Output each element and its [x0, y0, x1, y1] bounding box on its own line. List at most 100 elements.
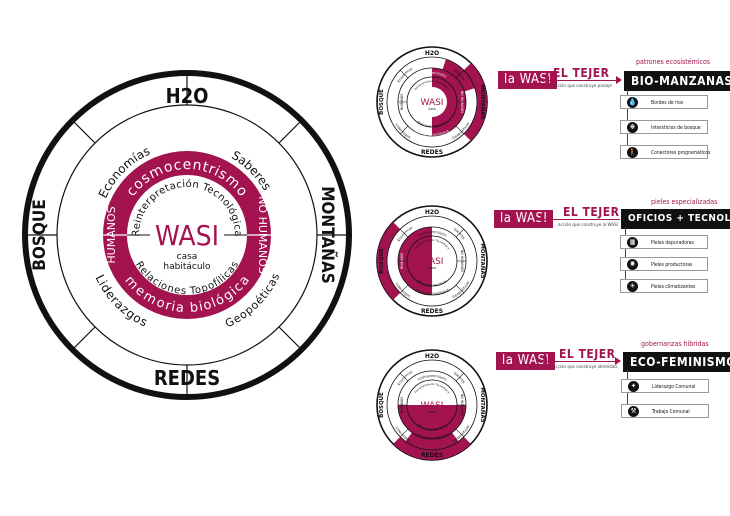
mini-label-left: BOSQUE: [379, 248, 385, 274]
mini-center-title: WASI: [421, 98, 444, 108]
communal-work-icon: ⚒: [628, 406, 639, 417]
category-sub-1: patrones ecosistémicos: [636, 58, 711, 66]
mini-center-sub: casa: [428, 410, 435, 414]
productive-skin-icon: ✺: [627, 259, 638, 270]
mini-label-left: BOSQUE: [379, 89, 385, 115]
wasi-label-1: la WASI: [498, 71, 558, 89]
arrow-head-3a: [541, 357, 547, 365]
mini-label-right: MONTAÑAS: [479, 243, 486, 278]
wasi-label-2: la WASI: [494, 210, 554, 228]
mini-divider: [455, 125, 465, 135]
mini-label-right: MONTAÑAS: [479, 84, 486, 119]
tejer-sub-1: acción que construye paisaje: [553, 84, 613, 89]
mini-center-title: WASI: [421, 257, 444, 267]
item-2-1: ▦ Pieles depuradoras: [620, 235, 708, 249]
arrow-head-2a: [538, 215, 544, 223]
mini-center-title: WASI: [421, 401, 444, 411]
tejer-label-2: EL TEJER: [563, 205, 620, 219]
item-label: Pieles depuradoras: [651, 240, 694, 246]
arrow-head-3b: [615, 357, 621, 365]
mini-band-top: cosmocentrismo: [417, 71, 448, 79]
wasi-label-3: la WASI: [496, 352, 556, 370]
mini-center-sub: casa: [428, 266, 435, 270]
item-1-3: 🚶 Conectores programáticos: [620, 145, 711, 159]
tejer-label-3: EL TEJER: [559, 347, 616, 361]
item-label: Pieles productoras: [651, 262, 693, 268]
item-label: Trabajo Comunal: [652, 409, 690, 415]
mini-divider: [399, 125, 409, 135]
mini-highlight-sector: [398, 227, 432, 295]
mini-highlight-sector: [432, 68, 466, 136]
mini-divider: [455, 69, 465, 79]
climate-skin-icon: ☀: [627, 281, 638, 292]
arrow-head-1a: [543, 76, 549, 84]
mini-divider: [399, 284, 409, 294]
mini-band-top: cosmocentrismo: [417, 230, 448, 238]
mini-outer-edge: [386, 56, 478, 148]
mini-label-right: MONTAÑAS: [479, 387, 486, 422]
center-subtitle-1: casa: [177, 252, 198, 262]
item-label: Liderazgo Comunal: [652, 384, 696, 390]
mini-highlight-sector: [405, 432, 459, 450]
mini-divider: [455, 428, 465, 438]
mini-outer-edge: [386, 359, 478, 451]
mini-divider: [455, 372, 465, 382]
mini-divider: [455, 284, 465, 294]
tejer-sub-3: acción que construye identidad.: [553, 365, 619, 370]
mini-label-bottom: REDES: [421, 452, 443, 459]
category-3: ECO-FEMINISMO: [623, 352, 730, 372]
mini-highlight-sector: [407, 405, 457, 430]
mini-label-left: BOSQUE: [379, 392, 385, 418]
mini-center-sub: casa: [428, 107, 435, 111]
water-drop-icon: 💧: [627, 97, 638, 108]
item-label: Intersticios de bosque: [651, 125, 701, 131]
mini-label-top: H2O: [425, 209, 439, 216]
forest-icon: ❋: [627, 122, 638, 133]
mini-divider: [399, 372, 409, 382]
outer-label-right: MONTAÑAS: [317, 186, 340, 284]
mini-highlight-sector: [407, 236, 432, 286]
item-1-1: 💧 Bordes de ríos: [620, 95, 708, 109]
arrow-head-1b: [616, 76, 622, 84]
band-label-left: HUMANOS: [105, 206, 118, 263]
mini-divider: [455, 228, 465, 238]
item-3-2: ⚒ Trabajo Comunal: [621, 404, 709, 418]
center-subtitle-2: habitáculo: [163, 262, 211, 272]
item-2-2: ✺ Pieles productoras: [620, 257, 708, 271]
band-label-right: NO HUMANOS: [256, 196, 269, 274]
mini-band-top: cosmocentrismo: [417, 374, 448, 382]
item-3-1: ✦ Liderazgo Comunal: [621, 379, 709, 393]
category-2: OFICIOS + TECNOLOGÍA: [621, 209, 730, 229]
item-1-2: ❋ Intersticios de bosque: [620, 120, 708, 134]
filter-skin-icon: ▦: [627, 237, 638, 248]
mini-highlight-sector: [432, 77, 457, 127]
community-leadership-icon: ✦: [628, 381, 639, 392]
mini-label-bottom: REDES: [421, 149, 443, 156]
outer-label-top: H2O: [166, 84, 209, 108]
category-1: BIO-MANZANAS: [624, 71, 730, 91]
arrow-line-3: [547, 361, 617, 362]
mini-divider: [399, 228, 409, 238]
category-sub-2: pieles especializadas: [651, 198, 718, 206]
outer-label-bottom: REDES: [154, 366, 220, 390]
walker-icon: 🚶: [627, 147, 638, 158]
arrow-line-1: [549, 80, 618, 81]
mini-label-top: H2O: [425, 353, 439, 360]
mini-highlight-sector: [377, 222, 401, 300]
outer-label-left: BOSQUE: [30, 199, 50, 271]
item-label: Conectores programáticos: [651, 150, 711, 156]
item-label: Pieles climatizantes: [651, 284, 696, 290]
mini-divider: [399, 428, 409, 438]
item-2-3: ☀ Pieles climatizantes: [620, 279, 708, 293]
mini-highlight-sector: [398, 405, 466, 439]
center-title: WASI: [155, 219, 219, 252]
tejer-sub-2: acción que construye la WASI: [558, 223, 618, 228]
mini-label-top: H2O: [425, 50, 439, 57]
mini-outer-edge: [386, 215, 478, 307]
inner-disc: [127, 175, 247, 295]
item-label: Bordes de ríos: [651, 100, 684, 106]
